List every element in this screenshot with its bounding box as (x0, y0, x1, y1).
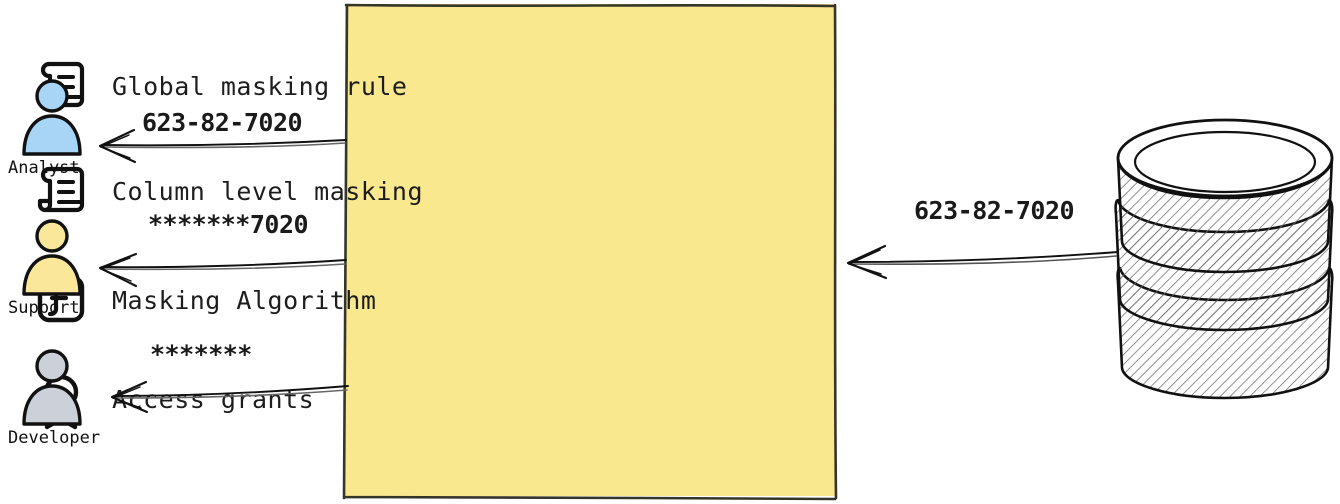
database-cylinder-icon (1112, 118, 1336, 400)
consumer-support[interactable]: Support (8, 218, 128, 318)
policy-item-label: Masking Algorithm (112, 285, 377, 315)
policy-item-column-level-masking[interactable]: Column level masking (36, 163, 423, 219)
policy-panel (345, 4, 835, 496)
scroll-document-icon (36, 165, 86, 217)
arrow-db-to-policy (840, 238, 1122, 280)
developer-value: ******* (150, 340, 252, 369)
consumer-label: Developer (8, 428, 101, 448)
db-output-value: 623-82-7020 (914, 196, 1075, 225)
policy-item-label: Global masking rule (112, 71, 408, 101)
consumer-analyst[interactable]: Analyst (8, 78, 128, 178)
consumer-developer[interactable]: Developer (8, 348, 128, 448)
consumer-label: Analyst (8, 158, 80, 178)
support-value: *******7020 (148, 210, 309, 239)
analyst-value: 623-82-7020 (142, 108, 303, 137)
person-avatar-icon (14, 349, 90, 434)
arrow-policy-to-developer (104, 376, 352, 416)
arrow-policy-to-analyst (92, 126, 350, 166)
policy-item-label: Column level masking (112, 176, 424, 206)
consumer-label: Support (8, 298, 80, 318)
policy-item-global-masking-rule[interactable]: Global masking rule (36, 58, 407, 114)
person-avatar-icon (14, 79, 90, 164)
policy-panel-border (339, 0, 843, 504)
arrow-policy-to-support (92, 248, 350, 288)
policy-item-label: Access grants (112, 384, 315, 414)
person-avatar-icon (14, 219, 90, 304)
